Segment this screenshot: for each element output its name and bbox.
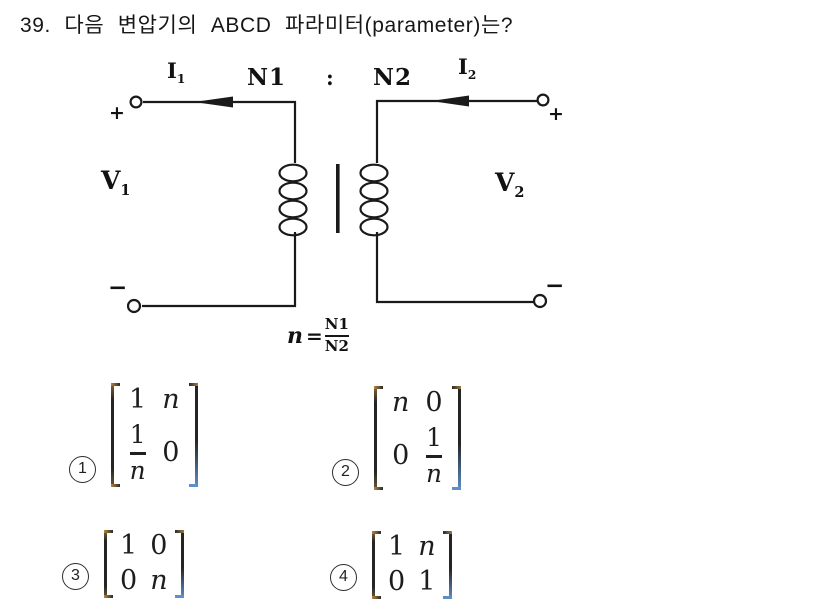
- wire-bottom-right: [375, 232, 535, 304]
- matrix-entry: 0: [392, 440, 410, 472]
- plus-sign-top-right: +: [548, 103, 564, 125]
- formula-numerator: N1: [324, 315, 349, 333]
- choice-number-circle[interactable]: 4: [330, 563, 357, 591]
- terminal-bottom-left: [126, 298, 142, 314]
- label-i1: I1: [167, 58, 186, 87]
- matrix-bracket-right: [188, 383, 198, 487]
- matrix-entry: 0: [120, 565, 138, 597]
- terminals: [126, 93, 550, 314]
- matrix-entry: 0: [388, 566, 406, 598]
- terminal-bottom-right: [532, 293, 548, 309]
- matrix-bracket-right: [451, 386, 461, 490]
- matrix-entry: n: [418, 531, 436, 562]
- circuit-wires: [142, 99, 537, 308]
- label-v1: V1: [101, 166, 131, 199]
- matrix-entry: n: [150, 565, 168, 597]
- label-turns-ratio-colon: :: [326, 65, 334, 90]
- terminal-top-right: [536, 93, 550, 107]
- matrix-bracket-left: [111, 383, 120, 487]
- matrix-bracket-right: [174, 530, 184, 598]
- core-bar: [336, 164, 340, 233]
- formula-equals: =: [306, 323, 323, 348]
- choice-number-circle[interactable]: 2: [332, 458, 359, 486]
- matrix-bracket-left: [374, 386, 383, 490]
- matrix-entry: n: [162, 384, 180, 415]
- i1-arrow: [194, 96, 233, 108]
- formula-denominator: N2: [324, 337, 349, 356]
- matrix-bracket-left: [104, 530, 113, 598]
- terminal-top-left: [129, 95, 143, 109]
- matrix-entry: 1: [418, 566, 436, 598]
- matrix-entry: 1: [120, 530, 138, 561]
- plus-sign-top-left: +: [109, 102, 125, 124]
- choice-number-circle[interactable]: 3: [62, 562, 89, 590]
- label-n1: N1: [247, 64, 287, 91]
- wire-bottom-left: [142, 232, 297, 308]
- label-v2: V2: [495, 168, 525, 201]
- wire-top-left: [143, 100, 297, 163]
- i2-arrow: [431, 95, 469, 107]
- fraction-bar: [324, 334, 349, 337]
- wire-top-right: [375, 99, 537, 163]
- matrix-entry: 1: [129, 384, 147, 415]
- current-arrows: [194, 95, 469, 108]
- formula-n: n: [287, 322, 303, 349]
- matrix-entry: 0: [162, 437, 180, 469]
- label-n2: N2: [373, 64, 413, 91]
- matrix-entry: 0: [150, 530, 168, 561]
- matrix-entry: 1: [388, 531, 406, 562]
- choice-number-circle[interactable]: 1: [69, 455, 96, 483]
- secondary-coil: [359, 163, 389, 237]
- matrix-bracket-right: [442, 531, 452, 599]
- formula-fraction: N1 N2: [324, 315, 349, 356]
- minus-sign-bottom-left: −: [108, 274, 128, 301]
- turns-ratio-formula: n = N1 N2: [287, 317, 349, 354]
- minus-sign-bottom-right: −: [545, 272, 565, 299]
- matrix-entry: 0: [425, 387, 443, 418]
- matrix-bracket-left: [372, 531, 381, 599]
- matrix-entry: n: [392, 387, 410, 418]
- primary-coil: [278, 163, 308, 237]
- question-title: 39. 다음 변압기의 ABCD 파라미터(parameter)는?: [20, 14, 514, 37]
- label-i2: I2: [458, 54, 477, 83]
